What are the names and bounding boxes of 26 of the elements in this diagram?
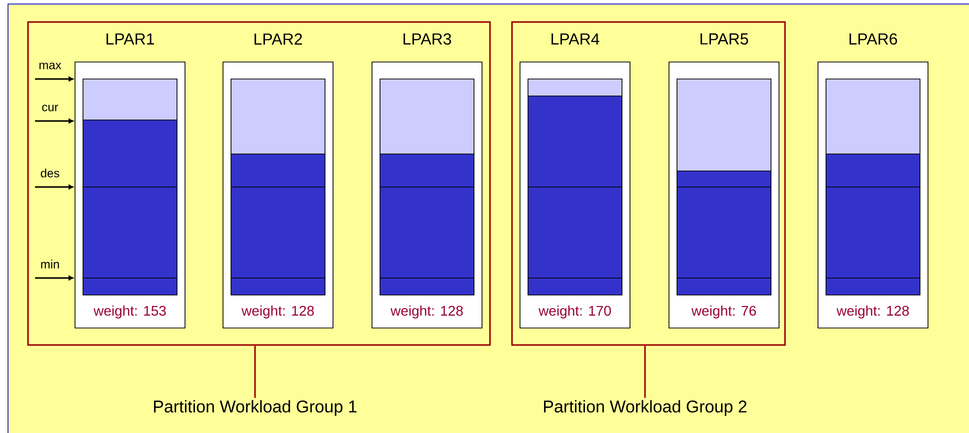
group-label: Partition Workload Group 1 [154,400,356,416]
weight-label: weight: 128 [390,305,463,318]
weight-label: weight: 170 [538,305,611,318]
level-arrow [35,276,74,280]
group-box [27,21,491,346]
partition-title: LPAR6 [850,33,898,45]
partition-title: LPAR2 [254,33,302,45]
leader-line [644,346,646,398]
weight-label: weight: 128 [836,305,909,318]
partition-title: LPAR5 [700,33,748,45]
partition-title: LPAR3 [404,33,452,45]
partition-title: LPAR1 [106,33,154,44]
level-label: des [40,168,60,178]
level-arrow [35,118,74,124]
weight-label: weight: 128 [242,305,314,318]
level-label: max [39,62,62,70]
level-arrow [35,184,74,190]
leader-line [254,346,256,398]
weight-label: weight: 153 [94,305,166,318]
weight-label: weight: 76 [691,305,756,318]
group-box [511,21,786,346]
partition-title: LPAR4 [552,33,600,44]
level-label: cur [42,104,58,112]
level-label: min [41,260,59,268]
group-label: Partition Workload Group 2 [544,400,746,416]
level-arrow [35,76,74,82]
